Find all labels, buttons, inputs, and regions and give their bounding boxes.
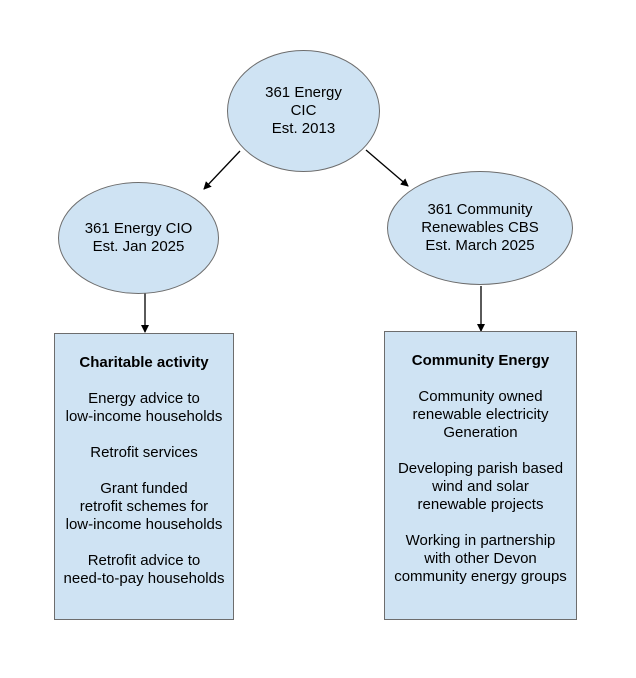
activity-item: Retrofit advice to need-to-pay household… — [64, 552, 225, 588]
activity-line: low-income households — [65, 408, 223, 425]
child-node-361-community-renewables-cbs: 361 Community Renewables CBS Est. March … — [387, 171, 573, 285]
activity-item: Retrofit services — [90, 444, 198, 462]
activity-line: Retrofit services — [90, 444, 198, 461]
activity-line: Energy advice to — [88, 390, 200, 407]
box-title: Community Energy — [411, 352, 550, 369]
activity-line: need-to-pay households — [63, 570, 225, 587]
activity-line: renewable electricity — [412, 406, 549, 423]
arrow-root-to-cbs — [365, 149, 409, 187]
child-node-361-energy-cio: 361 Energy CIO Est. Jan 2025 — [58, 182, 219, 294]
activity-line: with other Devon — [424, 550, 537, 567]
root-node-361-energy-cic: 361 Energy CIC Est. 2013 — [227, 50, 380, 172]
root-node-line: CIC — [290, 102, 317, 119]
activity-line: Generation — [443, 424, 518, 441]
root-node-line: 361 Energy — [265, 84, 342, 101]
activity-item: Developing parish based wind and solar r… — [398, 460, 563, 514]
activity-line: Developing parish based — [397, 460, 564, 477]
activity-item: Grant funded retrofit schemes for low-in… — [66, 480, 223, 534]
activity-item: Working in partnership with other Devon … — [394, 532, 567, 586]
activity-line: retrofit schemes for — [79, 498, 209, 515]
cbs-node-line: 361 Community — [427, 201, 533, 218]
activity-line: Grant funded — [100, 480, 188, 497]
root-node-line: Est. 2013 — [271, 120, 336, 137]
community-energy-box: Community Energy Community owned renewab… — [384, 331, 577, 620]
activity-line: renewable projects — [417, 496, 544, 513]
cbs-node-line: Renewables CBS — [421, 219, 539, 236]
activity-line: wind and solar — [432, 478, 529, 495]
charitable-activity-box: Charitable activity Energy advice to low… — [54, 333, 234, 620]
cio-node-line: Est. Jan 2025 — [92, 238, 185, 255]
activity-item: Energy advice to low-income households — [66, 390, 223, 426]
activity-line: low-income households — [65, 516, 223, 533]
cio-node-line: 361 Energy CIO — [84, 220, 193, 237]
activity-line: Community owned — [418, 388, 543, 405]
activity-item: Community owned renewable electricity Ge… — [413, 388, 549, 442]
activity-line: Retrofit advice to — [87, 552, 201, 569]
activity-line: Working in partnership — [405, 532, 556, 549]
activity-line: community energy groups — [394, 568, 567, 585]
cbs-node-line: Est. March 2025 — [425, 237, 535, 254]
arrow-root-to-cio — [203, 150, 241, 190]
box-title: Charitable activity — [79, 354, 209, 371]
